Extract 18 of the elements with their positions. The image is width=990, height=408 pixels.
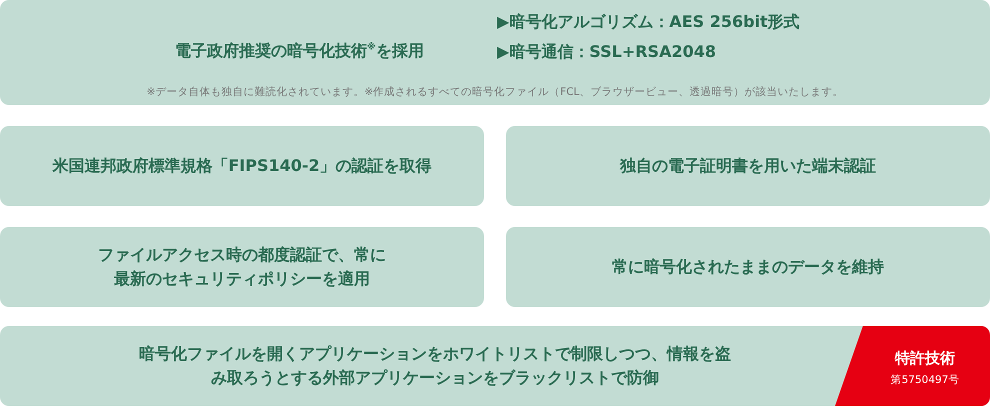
patent-badge <box>835 326 990 406</box>
bullet-text: ▶暗号化アルゴリズム：AES 256bit形式 <box>497 12 800 33</box>
feature-text: 暗号化ファイルを開くアプリケーションをホワイトリストで制限しつつ、情報を盗み取ろうとする外部アプリケーションをブラックリストで防御 <box>138 343 732 389</box>
feature-panel <box>0 0 990 105</box>
feature-panel <box>0 326 990 406</box>
feature-panel <box>506 227 990 307</box>
feature-text: 独自の電子証明書を用いた端末認証 <box>620 155 876 177</box>
bullet-text: ▶暗号通信：SSL+RSA2048 <box>497 42 716 63</box>
badge-title: 特許技術 <box>895 348 955 369</box>
feature-panel <box>506 126 990 206</box>
feature-panel <box>0 126 484 206</box>
footnote: ※データ自体も独自に難読化されています。※作成されるすべての暗号化ファイル（FCL、ブラウザービュー、透過暗号）が該当いたします。 <box>146 85 844 100</box>
patent-number: 第5750497号 <box>890 373 960 388</box>
feature-text: ファイルアクセス時の都度認証で、常に最新のセキュリティポリシーを適用 <box>97 244 387 290</box>
feature-panel <box>0 227 484 307</box>
heading: 電子政府推奨の暗号化技術$^{※}$を採用 <box>175 41 424 62</box>
feature-text: 米国連邦政府標準規格「FIPS140-2」の認証を取得 <box>52 155 432 177</box>
feature-text: 常に暗号化されたままのデータを維持 <box>612 256 884 278</box>
